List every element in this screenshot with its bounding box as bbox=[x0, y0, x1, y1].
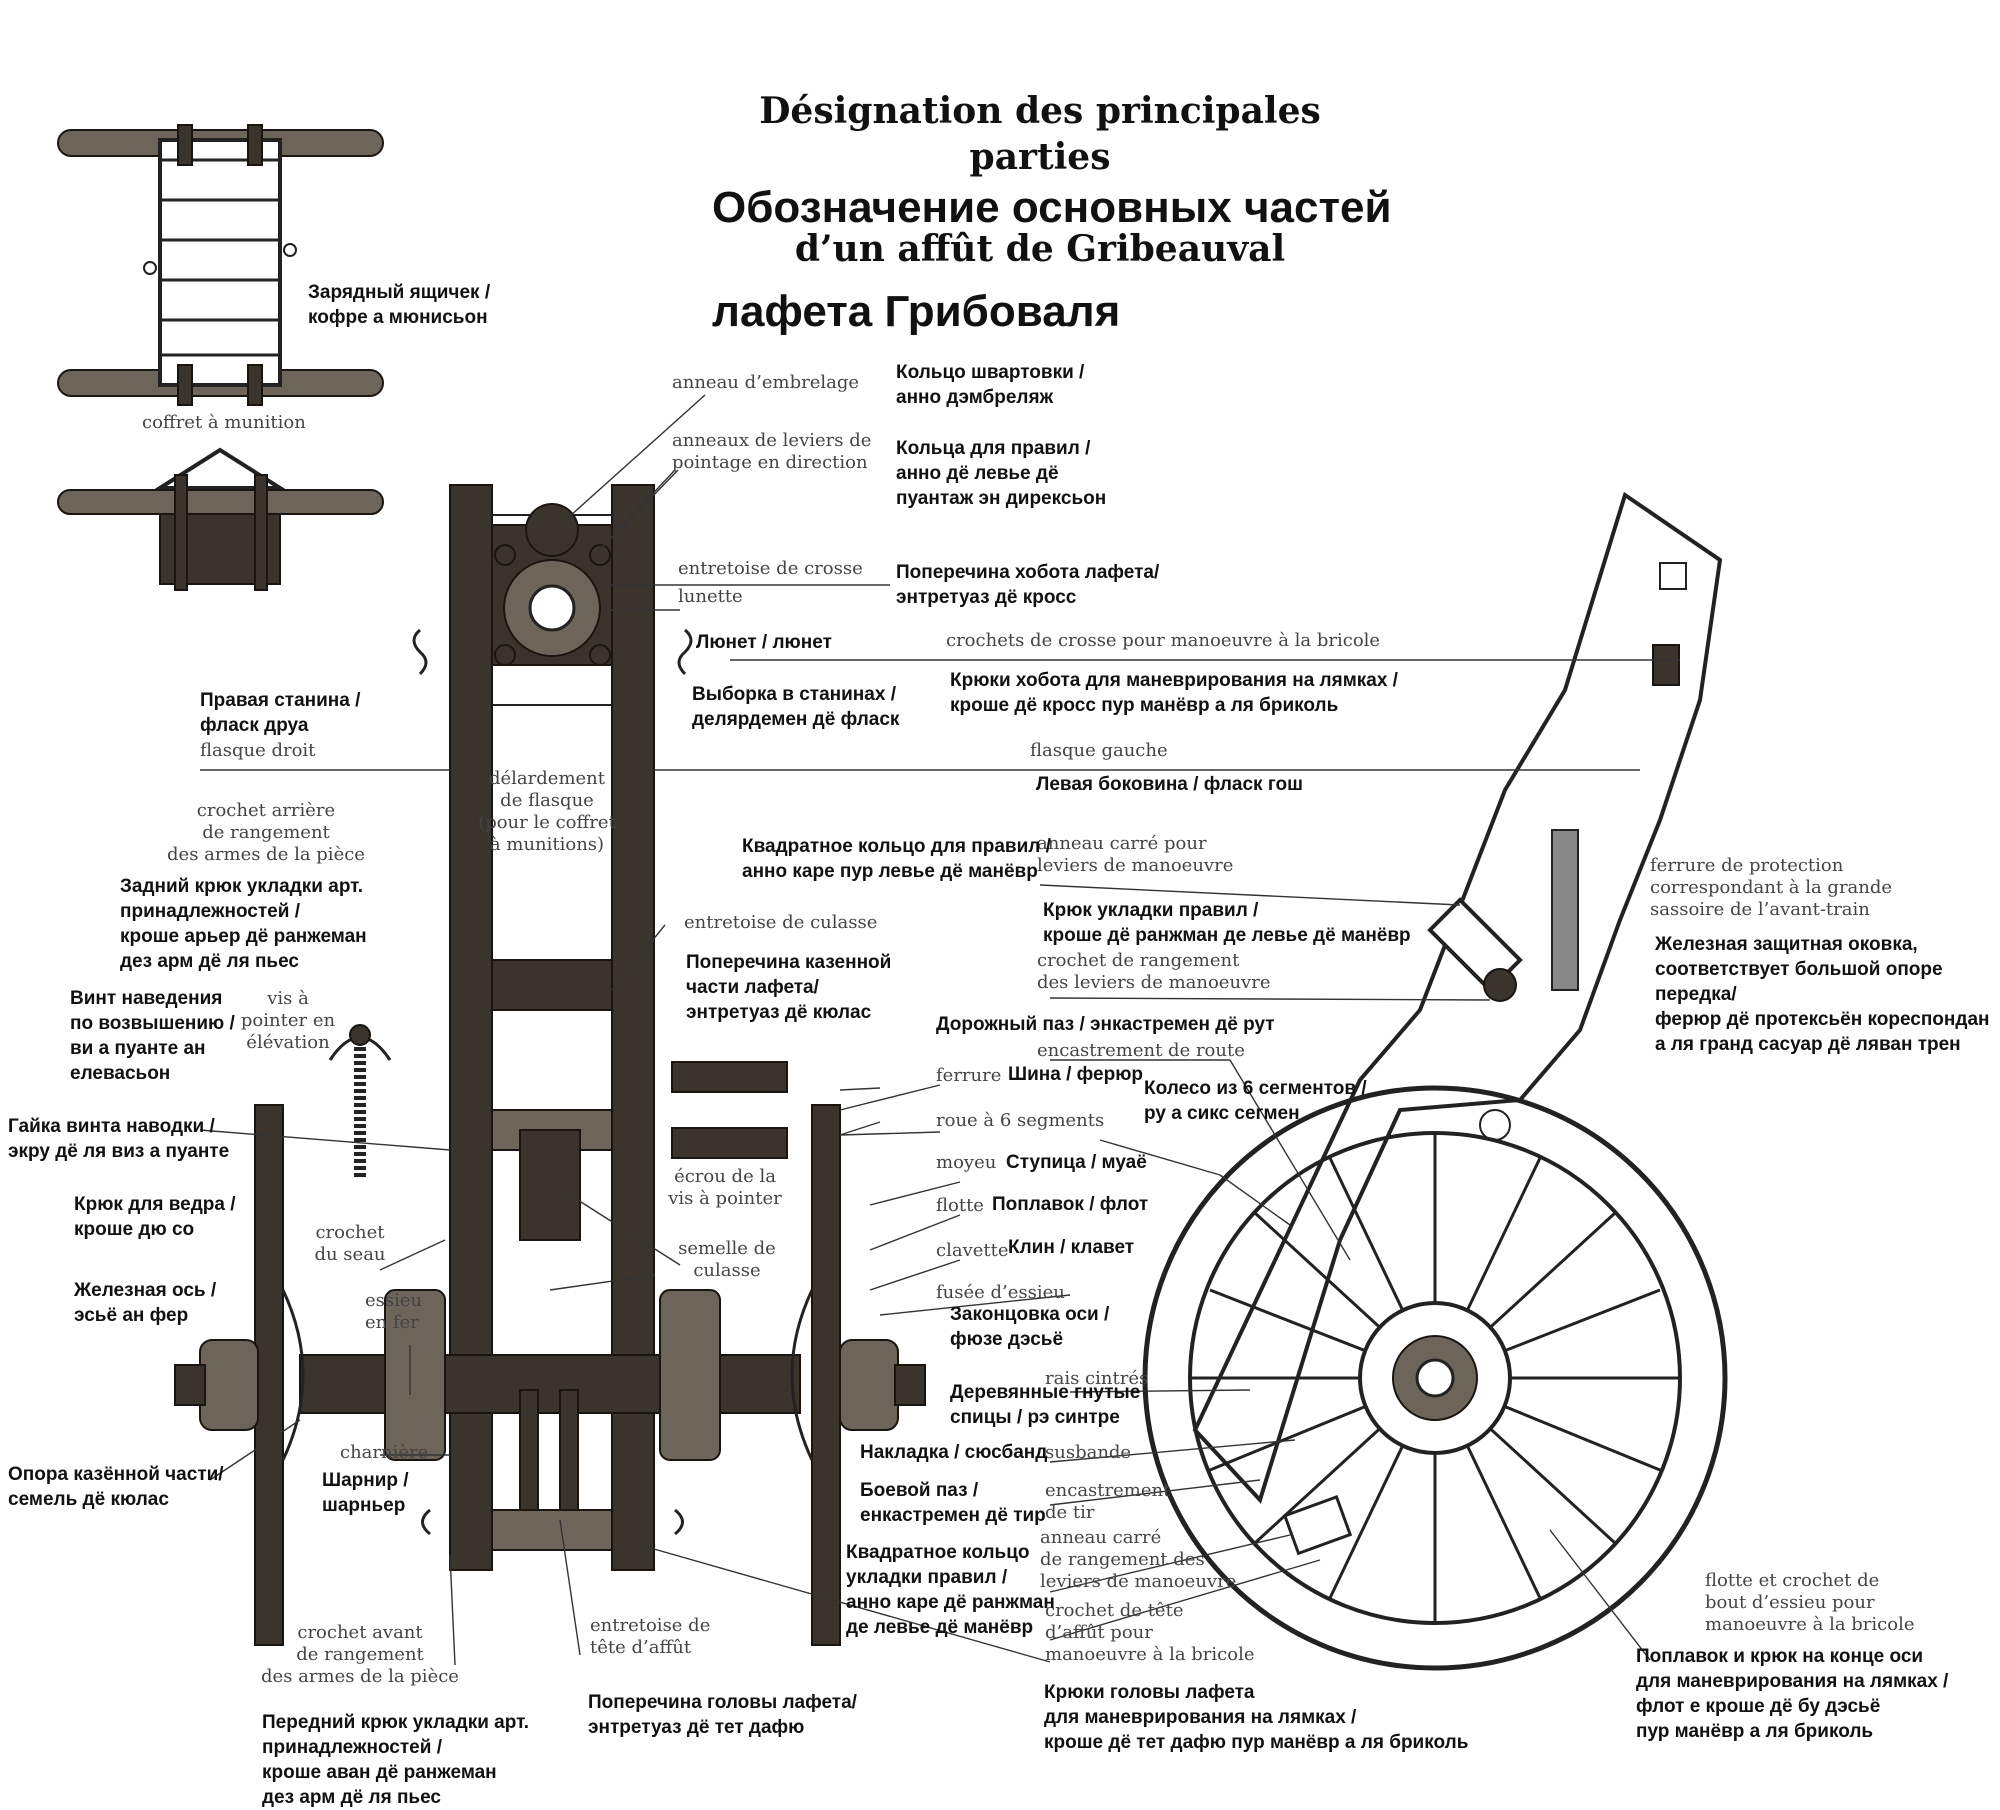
leader-lines bbox=[199, 394, 1680, 1666]
label-ru-vyborka: Выборка в станинах / делярдемен дё фласк bbox=[692, 684, 900, 730]
label-fr-susbande: susbande bbox=[1045, 1442, 1132, 1463]
label-fr-semelle: semelle de culasse bbox=[678, 1238, 776, 1281]
label-fr-flotte-crochet: flotte et crochet de bout d’essieu pour … bbox=[1705, 1570, 1915, 1635]
label-fr-encastrement-route: encastrement de route bbox=[1037, 1040, 1245, 1061]
carriage-side-view bbox=[1142, 491, 1728, 1671]
label-ru-levaya: Левая боковина / фласк гош bbox=[1036, 774, 1303, 795]
label-ru-nakladka: Накладка / сюсбанд bbox=[860, 1442, 1048, 1463]
label-fr-roue: roue à 6 segments bbox=[936, 1110, 1105, 1131]
label-ru-os: Железная ось / эсьё ан фер bbox=[74, 1280, 217, 1326]
title-fr-line2: d’un affût de Gribeauval bbox=[794, 228, 1286, 270]
label-fr-ecrou: écrou de la vis à pointer bbox=[668, 1166, 782, 1209]
label-ru-stupitsa: Ступица / муаё bbox=[1006, 1152, 1147, 1173]
label-ru-opora: Опора казённой части/ семель дё кюлас bbox=[8, 1464, 224, 1510]
title-fr-line1: Désignation des principales parties bbox=[759, 90, 1321, 178]
label-ru-gayka: Гайка винта наводки / экру дё ля виз а п… bbox=[8, 1116, 230, 1162]
label-ru-lyunet: Люнет / люнет bbox=[696, 632, 832, 653]
label-fr-entretoise-tete: entretoise de tête d’affût bbox=[590, 1615, 711, 1658]
label-fr-flasque-droit: flasque droit bbox=[200, 740, 316, 761]
label-ru-zadniy-kryuk: Задний крюк укладки арт. принадлежностей… bbox=[120, 876, 367, 972]
label-ru-zheleznaya-okovka: Железная защитная оковка, соответствует … bbox=[1655, 934, 1990, 1055]
label-fr-charniere: charnière bbox=[340, 1442, 429, 1463]
label-ru-kvadratnoe-koltso: Квадратное кольцо для правил / анно каре… bbox=[742, 836, 1051, 882]
label-fr-fusee: fusée d’essieu bbox=[936, 1282, 1065, 1303]
label-fr-delardement: délardement de flasque (pour le coffret … bbox=[478, 768, 616, 855]
label-ru-boevoy-paz: Боевой паз / енкастремен дё тир bbox=[860, 1480, 1046, 1526]
label-fr-clavette: clavette bbox=[936, 1240, 1009, 1261]
label-fr-ferrure: ferrure bbox=[936, 1065, 1002, 1086]
label-ru-zaryadny: Зарядный ящичек / кофре а мюнисьон bbox=[308, 282, 491, 328]
label-fr-anneau-carre-rangement: anneau carré de rangement des leviers de… bbox=[1040, 1527, 1237, 1592]
label-fr-flasque-gauche: flasque gauche bbox=[1030, 740, 1168, 761]
label-fr-entretoise-crosse: entretoise de crosse bbox=[678, 558, 863, 579]
label-ru-poplavok-kryuk: Поплавок и крюк на конце оси для маневри… bbox=[1636, 1646, 1949, 1742]
label-fr-moyeu: moyeu bbox=[936, 1152, 997, 1173]
ammunition-box-side-view bbox=[57, 447, 384, 591]
label-fr-crochet-avant: crochet avant de rangement des armes de … bbox=[261, 1622, 459, 1687]
label-ru-kryuki-hobota: Крюки хобота для маневрирования на лямка… bbox=[950, 670, 1398, 716]
label-fr-rais: rais cintrés bbox=[1045, 1368, 1149, 1389]
label-fr-lunette: lunette bbox=[678, 586, 743, 607]
label-ru-zakontsovka: Законцовка оси / фюзе дэсьё bbox=[950, 1304, 1110, 1350]
label-ru-sharnir: Шарнир / шарньер bbox=[322, 1470, 409, 1516]
label-ru-kryuk-vedra: Крюк для ведра / кроше дю со bbox=[74, 1194, 236, 1240]
label-fr-entretoise-culasse: entretoise de culasse bbox=[684, 912, 878, 933]
label-ru-poperechina-kazennoy: Поперечина казенной части лафета/ энтрет… bbox=[686, 952, 892, 1023]
label-fr-crochet-seau: crochet du seau bbox=[314, 1222, 386, 1265]
title-ru-line2: лафета Грибоваля bbox=[712, 287, 1121, 336]
label-fr-anneau-embrelage: anneau d’embrelage bbox=[672, 372, 860, 393]
label-fr-crochet-tete: crochet de tête d’affût pour manoeuvre à… bbox=[1045, 1600, 1255, 1665]
label-fr-crochets-crosse: crochets de crosse pour manoeuvre à la b… bbox=[946, 630, 1381, 651]
title-russian: Обозначение основных частей лафета Грибо… bbox=[712, 130, 1412, 390]
label-fr-anneaux-leviers: anneaux de leviers de pointage en direct… bbox=[672, 430, 872, 473]
label-ru-koleso: Колесо из 6 сегментов / ру а сикс сегмен bbox=[1144, 1078, 1367, 1124]
ammunition-box-top-view bbox=[57, 124, 384, 406]
label-fr-flotte: flotte bbox=[936, 1195, 984, 1216]
label-ru-pravaya: Правая станина / фласк друа bbox=[200, 690, 361, 736]
label-ru-poperechina-golovy: Поперечина головы лафета/ энтретуаз дё т… bbox=[588, 1692, 857, 1738]
label-ru-vint: Винт наведения по возвышению / ви а пуан… bbox=[70, 988, 235, 1084]
label-ru-kvadratnoe-ukladki: Квадратное кольцо укладки правил / анно … bbox=[846, 1542, 1055, 1638]
title-ru-line1: Обозначение основных частей bbox=[712, 183, 1392, 232]
label-ru-koltso-shvart: Кольцо швартовки / анно дэмбреляж bbox=[896, 362, 1085, 408]
label-ru-koltsa-pravil: Кольца для правил / анно дё левье дё пуа… bbox=[896, 438, 1107, 509]
label-fr-vis-pointer: vis à pointer en élévation bbox=[240, 988, 336, 1053]
label-ru-kryuki-golovy: Крюки головы лафета для маневрирования н… bbox=[1044, 1682, 1469, 1753]
label-ru-shina: Шина / ферюр bbox=[1008, 1064, 1144, 1085]
label-ru-peredniy-kryuk: Передний крюк укладки арт. принадлежност… bbox=[262, 1712, 530, 1808]
label-ru-kryuk-ukladki: Крюк укладки правил / кроше дё ранжман д… bbox=[1043, 900, 1411, 946]
label-ru-klin: Клин / клавет bbox=[1008, 1237, 1135, 1258]
label-fr-crochet-rangement-leviers: crochet de rangement des leviers de mano… bbox=[1037, 950, 1271, 993]
label-fr-crochet-arriere: crochet arrière de rangement des armes d… bbox=[167, 800, 365, 865]
label-fr-ferrure-protection: ferrure de protection correspondant à la… bbox=[1650, 855, 1893, 920]
label-ru-dorozhny-paz: Дорожный паз / энкастремен дё рут bbox=[936, 1014, 1275, 1035]
label-fr-anneau-carre-leviers: anneau carré pour leviers de manoeuvre bbox=[1037, 833, 1234, 876]
title-french: Désignation des principales parties d’un… bbox=[700, 42, 1380, 318]
carriage-plan-view bbox=[174, 484, 926, 1646]
label-fr-coffret: coffret à munition bbox=[142, 412, 306, 433]
label-ru-poperechina-hobota: Поперечина хобота лафета/ энтретуаз дё к… bbox=[896, 562, 1160, 608]
label-fr-essieu: essieu en fer bbox=[365, 1290, 423, 1333]
label-ru-spitsy: Деревянные гнутые спицы / рэ синтре bbox=[950, 1382, 1141, 1428]
label-ru-poplavok: Поплавок / флот bbox=[992, 1194, 1149, 1215]
label-fr-encastrement-tir: encastrement de tir bbox=[1045, 1480, 1171, 1523]
